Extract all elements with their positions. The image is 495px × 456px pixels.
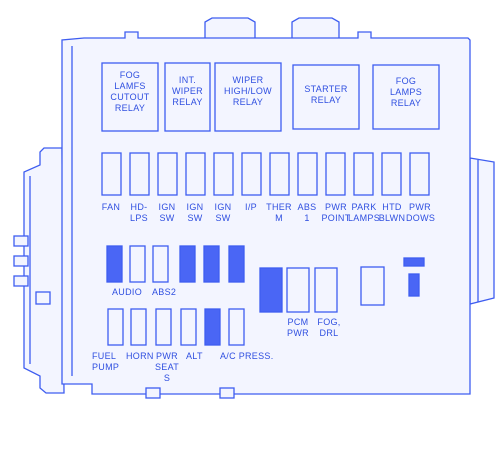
fuse-ign-sw-1	[157, 152, 178, 196]
fuse-pwr-point	[325, 152, 346, 196]
fuse-label-ign-sw-1: IGN SW	[158, 202, 176, 223]
relay-fog-drl	[314, 267, 338, 313]
fuse-alt	[180, 308, 197, 346]
fuse-fuel-pump	[107, 308, 124, 346]
fuse-label-fuel-pump: FUEL PUMP	[92, 351, 120, 372]
fuse-label-horn: HORN	[126, 351, 154, 361]
relay-starter	[292, 64, 360, 130]
fuse-fan	[101, 152, 122, 196]
fuse-label-pwr-dows: PWR DOWS	[406, 202, 436, 223]
fuse-therm	[269, 152, 290, 196]
fuse-label-abs2: ABS2	[152, 287, 177, 297]
relay-int-wiper	[164, 62, 211, 132]
fuse-label-pwr-point: PWR POINT	[321, 202, 351, 223]
diode-bar	[403, 257, 425, 267]
fuse-label-htd-blwn: HTD BLWN	[378, 202, 406, 223]
fuse-ign-sw-3	[213, 152, 234, 196]
right-mounting-tab	[469, 157, 495, 305]
fuse-label-park-lamps: PARK LAMPS	[347, 202, 380, 223]
fuse-label-alt: ALT	[186, 351, 203, 361]
fuse-horn	[130, 308, 147, 346]
fuse-hd-lps	[129, 152, 150, 196]
fuse-middle-4	[179, 245, 196, 283]
relay-large-filled	[259, 267, 283, 313]
relay-label-fog-lamps-cutout: FOG LAMFS CUTOUT RELAY	[110, 70, 150, 113]
left-mounting-bracket	[23, 147, 65, 394]
fuse-label-hd-lps: HD- LPS	[130, 202, 148, 223]
top-tab-left	[204, 17, 256, 38]
fuse-ign-sw-2	[185, 152, 206, 196]
fuse-label-ign-sw-3: IGN SW	[214, 202, 232, 223]
relay-spare	[360, 266, 385, 306]
fuse-middle-6	[228, 245, 245, 283]
relay-fog-lamps	[372, 64, 440, 130]
bottom-stub-right	[219, 387, 235, 399]
fuse-pwr-dows	[409, 152, 430, 196]
fuse-htd-blwn	[381, 152, 402, 196]
fuse-label-abs1: ABS 1	[297, 202, 317, 223]
fuse-label-therm: THER M	[266, 202, 292, 223]
fuse-middle-5	[203, 245, 220, 283]
relay-label-fog-drl: FOG, DRL	[317, 317, 341, 338]
relay-label-int-wiper: INT. WIPER RELAY	[171, 75, 203, 107]
fuse-pwr-seats	[155, 308, 172, 346]
diode-body	[408, 273, 420, 297]
relay-label-pcm-pwr: PCM PWR	[287, 317, 309, 338]
fuse-ac-press-2	[228, 308, 245, 346]
fuse-abs2	[129, 245, 146, 283]
fuse-park-lamps	[353, 152, 374, 196]
fuse-ip	[241, 152, 262, 196]
fuse-label-ip: I/P	[245, 202, 257, 212]
relay-label-fog-lamps: FOG LAMPS RELAY	[389, 76, 422, 108]
left-clip-upper	[13, 235, 29, 247]
fuse-ac-press-1	[204, 308, 221, 346]
fuse-label-audio: AUDIO	[112, 287, 143, 297]
bottom-stub-left	[145, 387, 161, 399]
fuse-middle-3	[152, 245, 169, 283]
fuse-label-ign-sw-2: IGN SW	[186, 202, 204, 223]
left-clip-knob	[35, 291, 51, 305]
relay-pcm-pwr	[286, 267, 310, 313]
fuse-label-pwr-seats: PWR SEAT S	[154, 351, 180, 383]
relay-label-starter: STARTER RELAY	[304, 84, 348, 105]
fuse-label-ac-press: A/C PRESS.	[220, 351, 274, 361]
left-clip-lower	[13, 275, 29, 287]
fuse-abs1	[297, 152, 318, 196]
fuse-label-fan: FAN	[101, 202, 121, 212]
fuse-audio	[106, 245, 123, 283]
top-tab-right	[291, 17, 340, 38]
relay-fog-lamps-cutout	[101, 62, 159, 132]
left-clip-mid	[13, 255, 29, 267]
relay-label-wiper-high-low: WIPER HIGH/LOW RELAY	[224, 75, 272, 107]
relay-wiper-high-low	[214, 62, 282, 132]
